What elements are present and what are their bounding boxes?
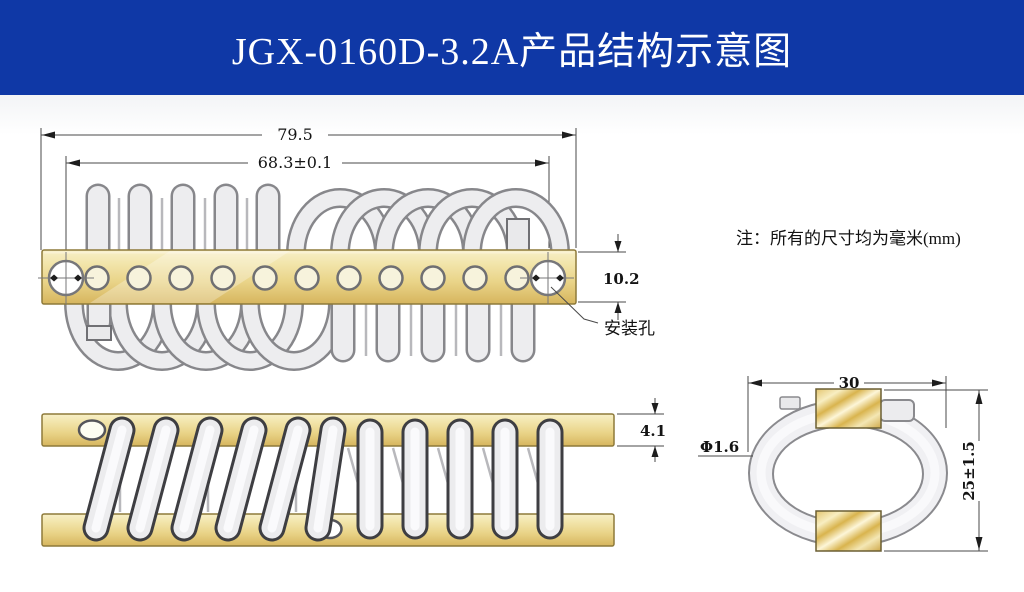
dim-label-end-height: 25±1.5 [960,441,978,501]
mounting-hole-left [38,252,94,304]
dimension-bar-thickness: 4.1 [617,398,666,462]
dim-label-hole-span: 68.3±0.1 [258,153,332,172]
wire-pass-tab [879,399,915,422]
wire-end-tab-bottom [86,325,112,341]
upper-bar-hole [77,419,107,441]
rope-strands [82,416,564,542]
wire-stub [85,183,281,267]
wire-ring [748,396,948,547]
clamp-block-top [815,388,882,429]
drawing-area: 79.5 68.3±0.1 [0,95,1024,592]
units-note: 注：所有的尺寸均为毫米(mm) [736,229,961,248]
top-view: 79.5 68.3±0.1 [38,125,655,371]
title-bar: JGX-0160D-3.2A产品结构示意图 [0,0,1024,95]
dimension-hole-span: 68.3±0.1 [65,153,550,250]
clamp-block-bottom [815,510,882,552]
wire-end-notch [779,396,801,410]
dim-label-total-width: 79.5 [277,125,313,144]
wire-end-tab-top [506,218,530,254]
dimension-bar-width: 10.2 [578,234,640,320]
dimension-end-width: 30 [747,374,947,452]
coil-lower-strands [64,290,536,371]
wire-diameter-callout: Φ1.6 [698,438,753,457]
small-holes [84,265,530,291]
mounting-hole-callout: 安装孔 [550,286,655,338]
dim-label-end-width: 30 [839,374,860,392]
dimension-end-height: 25±1.5 [884,389,988,552]
wire-arches-lower [64,302,348,371]
side-view: 4.1 [41,398,666,547]
end-view: 30 25±1.5 Φ1.6 [698,374,988,552]
dim-label-wire-diameter: Φ1.6 [700,438,739,456]
wire-arches [286,188,570,254]
mounting-hole-label: 安装孔 [604,319,655,338]
page-title: JGX-0160D-3.2A产品结构示意图 [231,31,793,73]
dim-label-bar-width: 10.2 [603,270,640,288]
dim-label-bar-thickness: 4.1 [640,422,666,440]
wire-stubs-lower [330,290,536,363]
coil-upper-strands [85,183,570,267]
dimension-total-width: 79.5 [40,125,577,250]
mounting-hole-right [520,252,574,304]
